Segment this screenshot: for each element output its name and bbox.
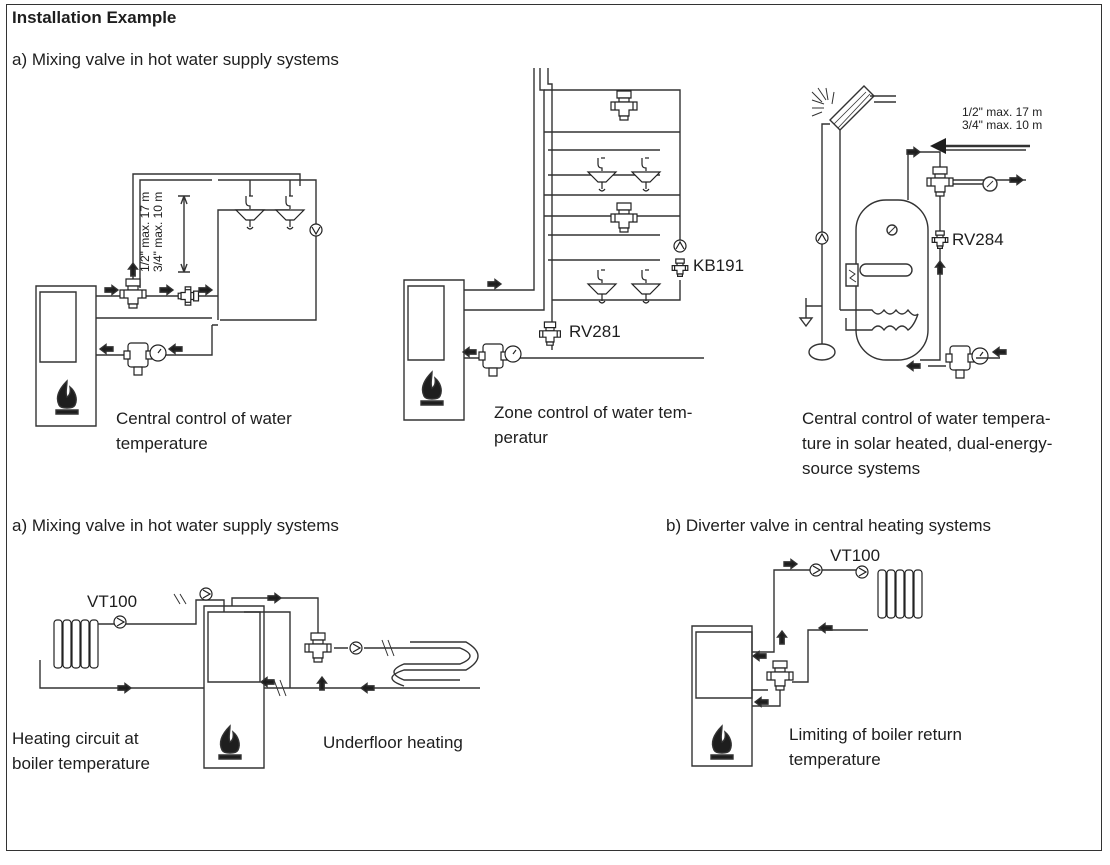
storage-tank xyxy=(856,200,928,360)
section-heading-bottom-left: a) Mixing valve in hot water supply syst… xyxy=(12,516,339,535)
diagram-underfloor xyxy=(40,587,480,768)
section-heading-bottom-right: b) Diverter valve in central heating sys… xyxy=(666,516,992,535)
label-rv281: RV281 xyxy=(569,322,621,341)
label-vt100-right: VT100 xyxy=(830,546,881,565)
mixing-valve-central xyxy=(119,278,147,309)
caption-underfloor: Underfloor heating xyxy=(323,733,463,752)
diagram-diverter xyxy=(692,563,923,766)
valve-rv281 xyxy=(539,321,561,346)
valve-rv284 xyxy=(931,230,949,249)
diagram-zone-control xyxy=(404,68,704,420)
caption-solar-line1: Central control of water tempera- xyxy=(802,409,1051,428)
caption-solar-line3: source systems xyxy=(802,459,921,478)
mixing-valve-underfloor xyxy=(304,632,332,663)
flow-arrows-solar xyxy=(906,138,1030,372)
check-valve-kb191 xyxy=(671,258,689,277)
caption-heating-circuit-line1: Heating circuit at xyxy=(12,729,139,748)
label-kb191: KB191 xyxy=(693,256,745,275)
flow-arrows-central xyxy=(99,262,213,355)
valve-vt100-left xyxy=(113,615,127,629)
flow-arrows-diverter xyxy=(752,558,833,708)
mixer-central xyxy=(123,342,167,376)
caption-heating-circuit-line2: boiler temperature xyxy=(12,754,150,773)
mixing-valve-solar xyxy=(926,166,954,197)
caption-central-line1: Central control of water xyxy=(116,409,292,428)
pump-solar xyxy=(815,231,829,245)
basin-central-1 xyxy=(235,195,265,230)
caption-diverter-line1: Limiting of boiler return xyxy=(789,725,962,744)
dim-label-solar-line1: 1/2" max. 17 m xyxy=(962,105,1043,119)
pump-underfloor-left xyxy=(199,587,213,601)
section-heading-top: a) Mixing valve in hot water supply syst… xyxy=(12,50,339,69)
caption-solar-line2: ture in solar heated, dual-energy- xyxy=(802,434,1053,453)
diagram-central-control xyxy=(36,174,323,426)
basin-zone-1 xyxy=(587,157,617,192)
dim-label-solar-line2: 3/4" max. 10 m xyxy=(962,118,1043,132)
label-rv284: RV284 xyxy=(952,230,1004,249)
caption-central-line2: temperature xyxy=(116,434,208,453)
mixer-solar xyxy=(945,345,989,379)
caption-diverter-line2: temperature xyxy=(789,750,881,769)
dim-label-solar: 1/2" max. 17 m 3/4" max. 10 m xyxy=(962,106,1042,132)
mixing-valve-zone-2 xyxy=(610,202,638,233)
basin-central-2 xyxy=(275,195,305,230)
diagram-solar xyxy=(800,86,1026,379)
basin-zone-2 xyxy=(631,157,661,192)
pump-central xyxy=(309,223,323,237)
figure-frame xyxy=(6,4,1102,851)
pump-diverter xyxy=(809,563,823,577)
label-vt100-left: VT100 xyxy=(87,592,138,611)
caption-zone-line2: peratur xyxy=(494,428,548,447)
basin-zone-3 xyxy=(587,269,617,304)
mixing-valve-zone-1 xyxy=(610,90,638,121)
check-valve-central xyxy=(177,286,199,306)
radiator-left xyxy=(53,619,99,669)
valve-vt100-right xyxy=(855,565,869,579)
mixer-zone xyxy=(478,343,522,377)
diverter-valve xyxy=(766,660,794,691)
caption-zone-line1: Zone control of water tem- xyxy=(494,403,693,422)
basin-zone-4 xyxy=(631,269,661,304)
pump-underfloor-right xyxy=(349,641,363,655)
radiator-right xyxy=(877,569,923,619)
figure-title: Installation Example xyxy=(12,8,177,27)
expansion-vessel xyxy=(809,344,835,360)
pump-kb191 xyxy=(673,239,687,253)
